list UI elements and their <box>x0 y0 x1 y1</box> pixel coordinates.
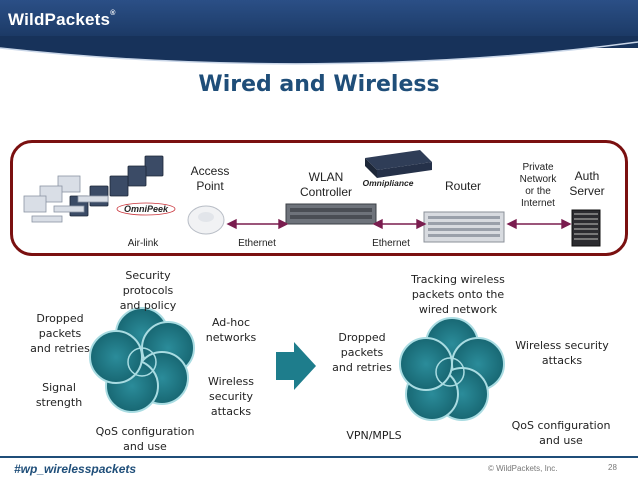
left-cluster-rings <box>89 307 195 413</box>
hashtag: #wp_wirelesspackets <box>14 462 137 476</box>
network-topology-box <box>10 140 628 256</box>
transition-arrow-icon <box>276 342 316 390</box>
omnipeek-logo: OmniPeek <box>116 202 176 216</box>
router-label: Router <box>444 179 482 193</box>
airlink-label: Air-link <box>127 238 159 249</box>
auth-server-icon <box>571 209 601 247</box>
internet-link-arrow <box>506 218 572 230</box>
ethernet-link-arrow-2 <box>372 218 427 230</box>
ethernet-label-2: Ethernet <box>372 238 410 249</box>
copyright: © WildPackets, Inc. <box>488 464 558 473</box>
omnipliance-label: Omnipliance <box>362 178 413 188</box>
ethernet-link-arrow-1 <box>226 218 289 230</box>
router-icon <box>423 211 505 243</box>
access-point-icon <box>187 205 225 235</box>
page-number: 28 <box>608 463 617 472</box>
wlan-controller-icon <box>285 203 377 225</box>
wildpackets-logo: WildPackets® <box>8 10 116 29</box>
header-swoosh <box>0 36 638 65</box>
slide-title: Wired and Wireless <box>198 72 440 97</box>
footer-divider <box>0 456 638 458</box>
omnipliance-icon: Omnipliance <box>362 150 432 188</box>
ethernet-label-1: Ethernet <box>238 238 276 249</box>
omnipeek-label: OmniPeek <box>124 204 169 214</box>
workstation-computers-icon <box>23 155 164 223</box>
right-cluster-rings <box>399 317 505 421</box>
right-vpn-label: VPN/MPLS <box>346 429 402 442</box>
